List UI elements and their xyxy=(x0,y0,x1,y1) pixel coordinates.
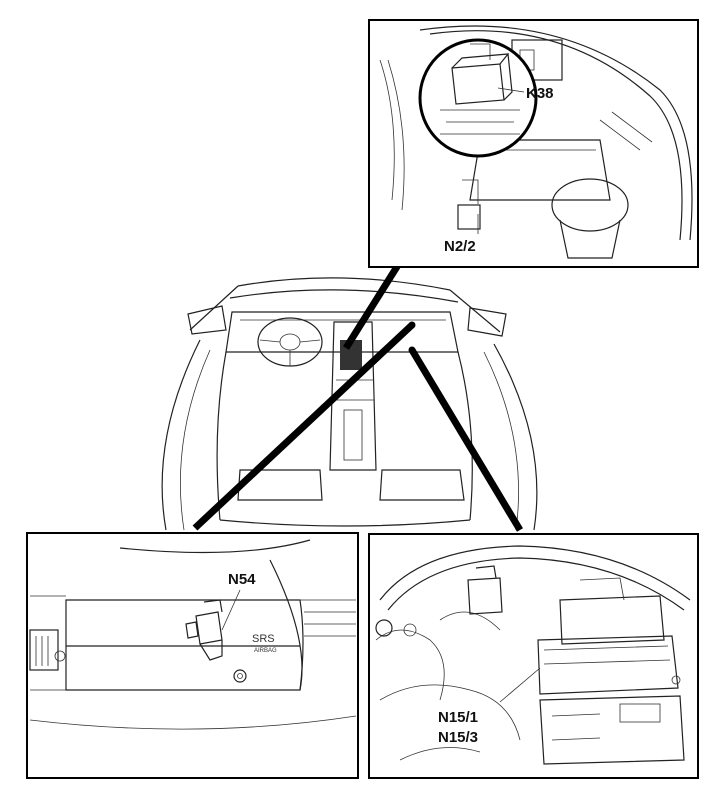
right-mirror xyxy=(467,307,507,337)
label-airbag: AIRBAG xyxy=(254,648,277,654)
inset-panel-bottom-left: N54 SRS AIRBAG xyxy=(26,532,359,779)
leader-line-left xyxy=(192,322,415,531)
label-k38: K38 xyxy=(526,85,554,102)
label-n54: N54 xyxy=(228,571,256,588)
label-n15-3: N15/3 xyxy=(438,729,478,746)
fastener xyxy=(233,669,247,683)
module-n15 xyxy=(537,635,679,695)
inset-panel-top: K38 N2/2 xyxy=(368,19,699,268)
right-seat xyxy=(379,469,465,501)
label-srs: SRS xyxy=(252,633,275,645)
label-n2-2: N2/2 xyxy=(444,238,476,255)
magnifier-circle xyxy=(418,38,538,158)
left-mirror xyxy=(187,305,227,335)
leader-line-right xyxy=(408,348,524,532)
label-n15-1: N15/1 xyxy=(438,709,478,726)
inset-panel-bottom-right: N15/1 N15/3 xyxy=(368,533,699,779)
car-overview xyxy=(161,277,538,531)
